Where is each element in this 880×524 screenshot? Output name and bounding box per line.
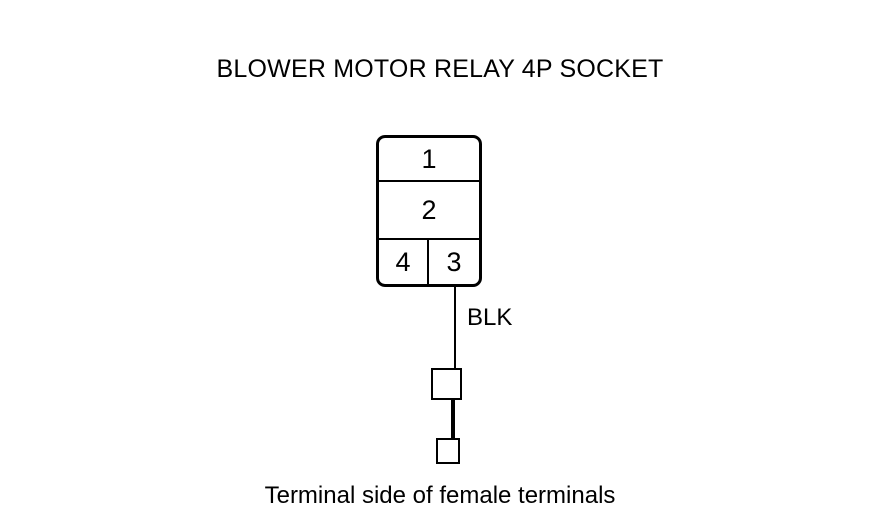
female-terminal-lower-symbol bbox=[436, 438, 460, 464]
terminal-connecting-bar bbox=[451, 399, 455, 441]
pin-2-label: 2 bbox=[421, 194, 437, 225]
relay-4p-socket-connector: 1 2 4 3 bbox=[376, 135, 482, 287]
connector-pin-2: 2 bbox=[379, 182, 479, 240]
female-terminal-upper-symbol bbox=[431, 368, 462, 400]
diagram-caption: Terminal side of female terminals bbox=[264, 482, 616, 509]
wire-color-label-blk: BLK bbox=[467, 304, 513, 331]
pin-3-label: 3 bbox=[446, 246, 462, 277]
connector-pin-3: 3 bbox=[429, 240, 479, 284]
page-title: BLOWER MOTOR RELAY 4P SOCKET bbox=[216, 55, 664, 83]
connector-pin-1: 1 bbox=[379, 138, 479, 182]
wire-line-blk bbox=[454, 287, 456, 368]
pin-1-label: 1 bbox=[421, 143, 437, 174]
connector-pin-4: 4 bbox=[379, 240, 429, 284]
pin-4-label: 4 bbox=[395, 246, 411, 277]
